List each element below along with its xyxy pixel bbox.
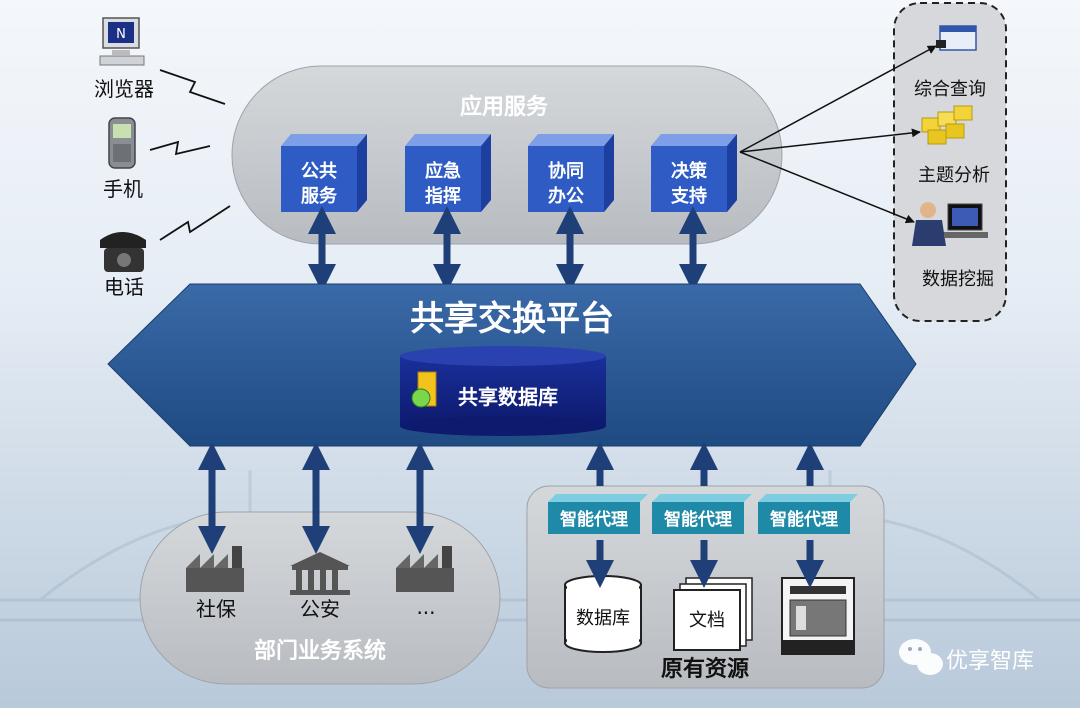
service-cube-public: 公共 服务 — [281, 134, 367, 212]
app-services-title: 应用服务 — [460, 94, 549, 120]
legacy-resources-group: 智能代理 智能代理 智能代理 数据库 文档 — [526, 485, 885, 689]
computer-icon: N — [99, 17, 145, 66]
decision-tool-analysis: 主题分析 — [918, 165, 990, 186]
service-label-line2: 办公 — [548, 185, 584, 207]
browser-client: N 浏览器 — [94, 17, 154, 101]
database-key-icon — [411, 371, 437, 408]
dept-item-social-security: 社保 — [196, 597, 236, 621]
mainframe-icon — [781, 577, 855, 655]
telephone-label: 电话 — [104, 275, 144, 299]
mobile-phone-icon — [108, 117, 136, 169]
smart-agent-1: 智能代理 — [548, 494, 648, 534]
government-building-icon — [290, 552, 350, 595]
exchange-platform: 共享交换平台 共享数据库 — [107, 283, 917, 447]
dept-systems-group: 社保 公安 ... 部门业务系统 — [139, 511, 501, 685]
svg-text:N: N — [116, 27, 126, 42]
platform-title: 共享交换平台 — [410, 299, 614, 339]
dept-platform-arrows — [198, 442, 434, 554]
decision-tools-group: 综合查询 主题分析 数据挖掘 — [893, 2, 1007, 322]
service-label-line2: 指挥 — [425, 185, 461, 207]
query-screen-icon — [936, 25, 977, 51]
decision-tool-query: 综合查询 — [914, 79, 986, 100]
service-cube-office: 协同 办公 — [528, 134, 614, 212]
factory-icon — [396, 546, 454, 592]
wireless-links — [149, 69, 231, 241]
smart-agent-2: 智能代理 — [652, 494, 752, 534]
legacy-item-document: 文档 — [689, 610, 725, 631]
legacy-item-database: 数据库 — [576, 608, 630, 629]
documents-stack-icon: 文档 — [673, 577, 753, 651]
app-services-cloud — [231, 65, 783, 245]
legacy-platform-arrows — [586, 442, 824, 588]
database-label: 共享数据库 — [458, 385, 558, 409]
data-mining-person-icon — [912, 202, 988, 246]
service-label-line2: 服务 — [301, 185, 338, 207]
app-services-group: 应用服务 — [231, 65, 783, 245]
phone-client: 手机 — [103, 117, 143, 201]
service-label-line2: 支持 — [670, 185, 707, 207]
service-cube-emergency: 应急 指挥 — [405, 134, 491, 212]
wechat-icon — [899, 639, 943, 675]
smart-agent-3: 智能代理 — [758, 494, 858, 534]
telephone-client: 电话 — [100, 232, 146, 299]
database-cylinder: 数据库 — [564, 575, 642, 653]
service-cube-decision: 决策 支持 — [651, 134, 737, 212]
agent-label: 智能代理 — [560, 509, 628, 530]
service-label-line1: 应急 — [425, 160, 461, 182]
decision-tool-mining: 数据挖掘 — [922, 269, 994, 290]
service-label-line1: 决策 — [671, 160, 708, 182]
shared-database: 共享数据库 — [400, 346, 606, 436]
telephone-icon — [100, 232, 146, 272]
watermark: 优享智库 — [899, 639, 1034, 675]
agent-label: 智能代理 — [770, 509, 838, 530]
decision-links — [739, 45, 937, 224]
phone-label: 手机 — [103, 177, 143, 201]
service-label-line1: 公共 — [301, 161, 337, 182]
factory-icon — [186, 546, 244, 592]
dept-item-more: ... — [416, 595, 435, 619]
watermark-text: 优享智库 — [946, 649, 1034, 674]
browser-label: 浏览器 — [94, 77, 154, 101]
service-platform-arrows — [308, 206, 707, 292]
legacy-resources-title: 原有资源 — [661, 656, 749, 682]
analysis-cubes-icon — [921, 105, 973, 145]
agent-label: 智能代理 — [664, 509, 732, 530]
service-label-line1: 协同 — [548, 160, 584, 182]
dept-item-police: 公安 — [300, 597, 340, 621]
dept-systems-title: 部门业务系统 — [254, 638, 386, 664]
